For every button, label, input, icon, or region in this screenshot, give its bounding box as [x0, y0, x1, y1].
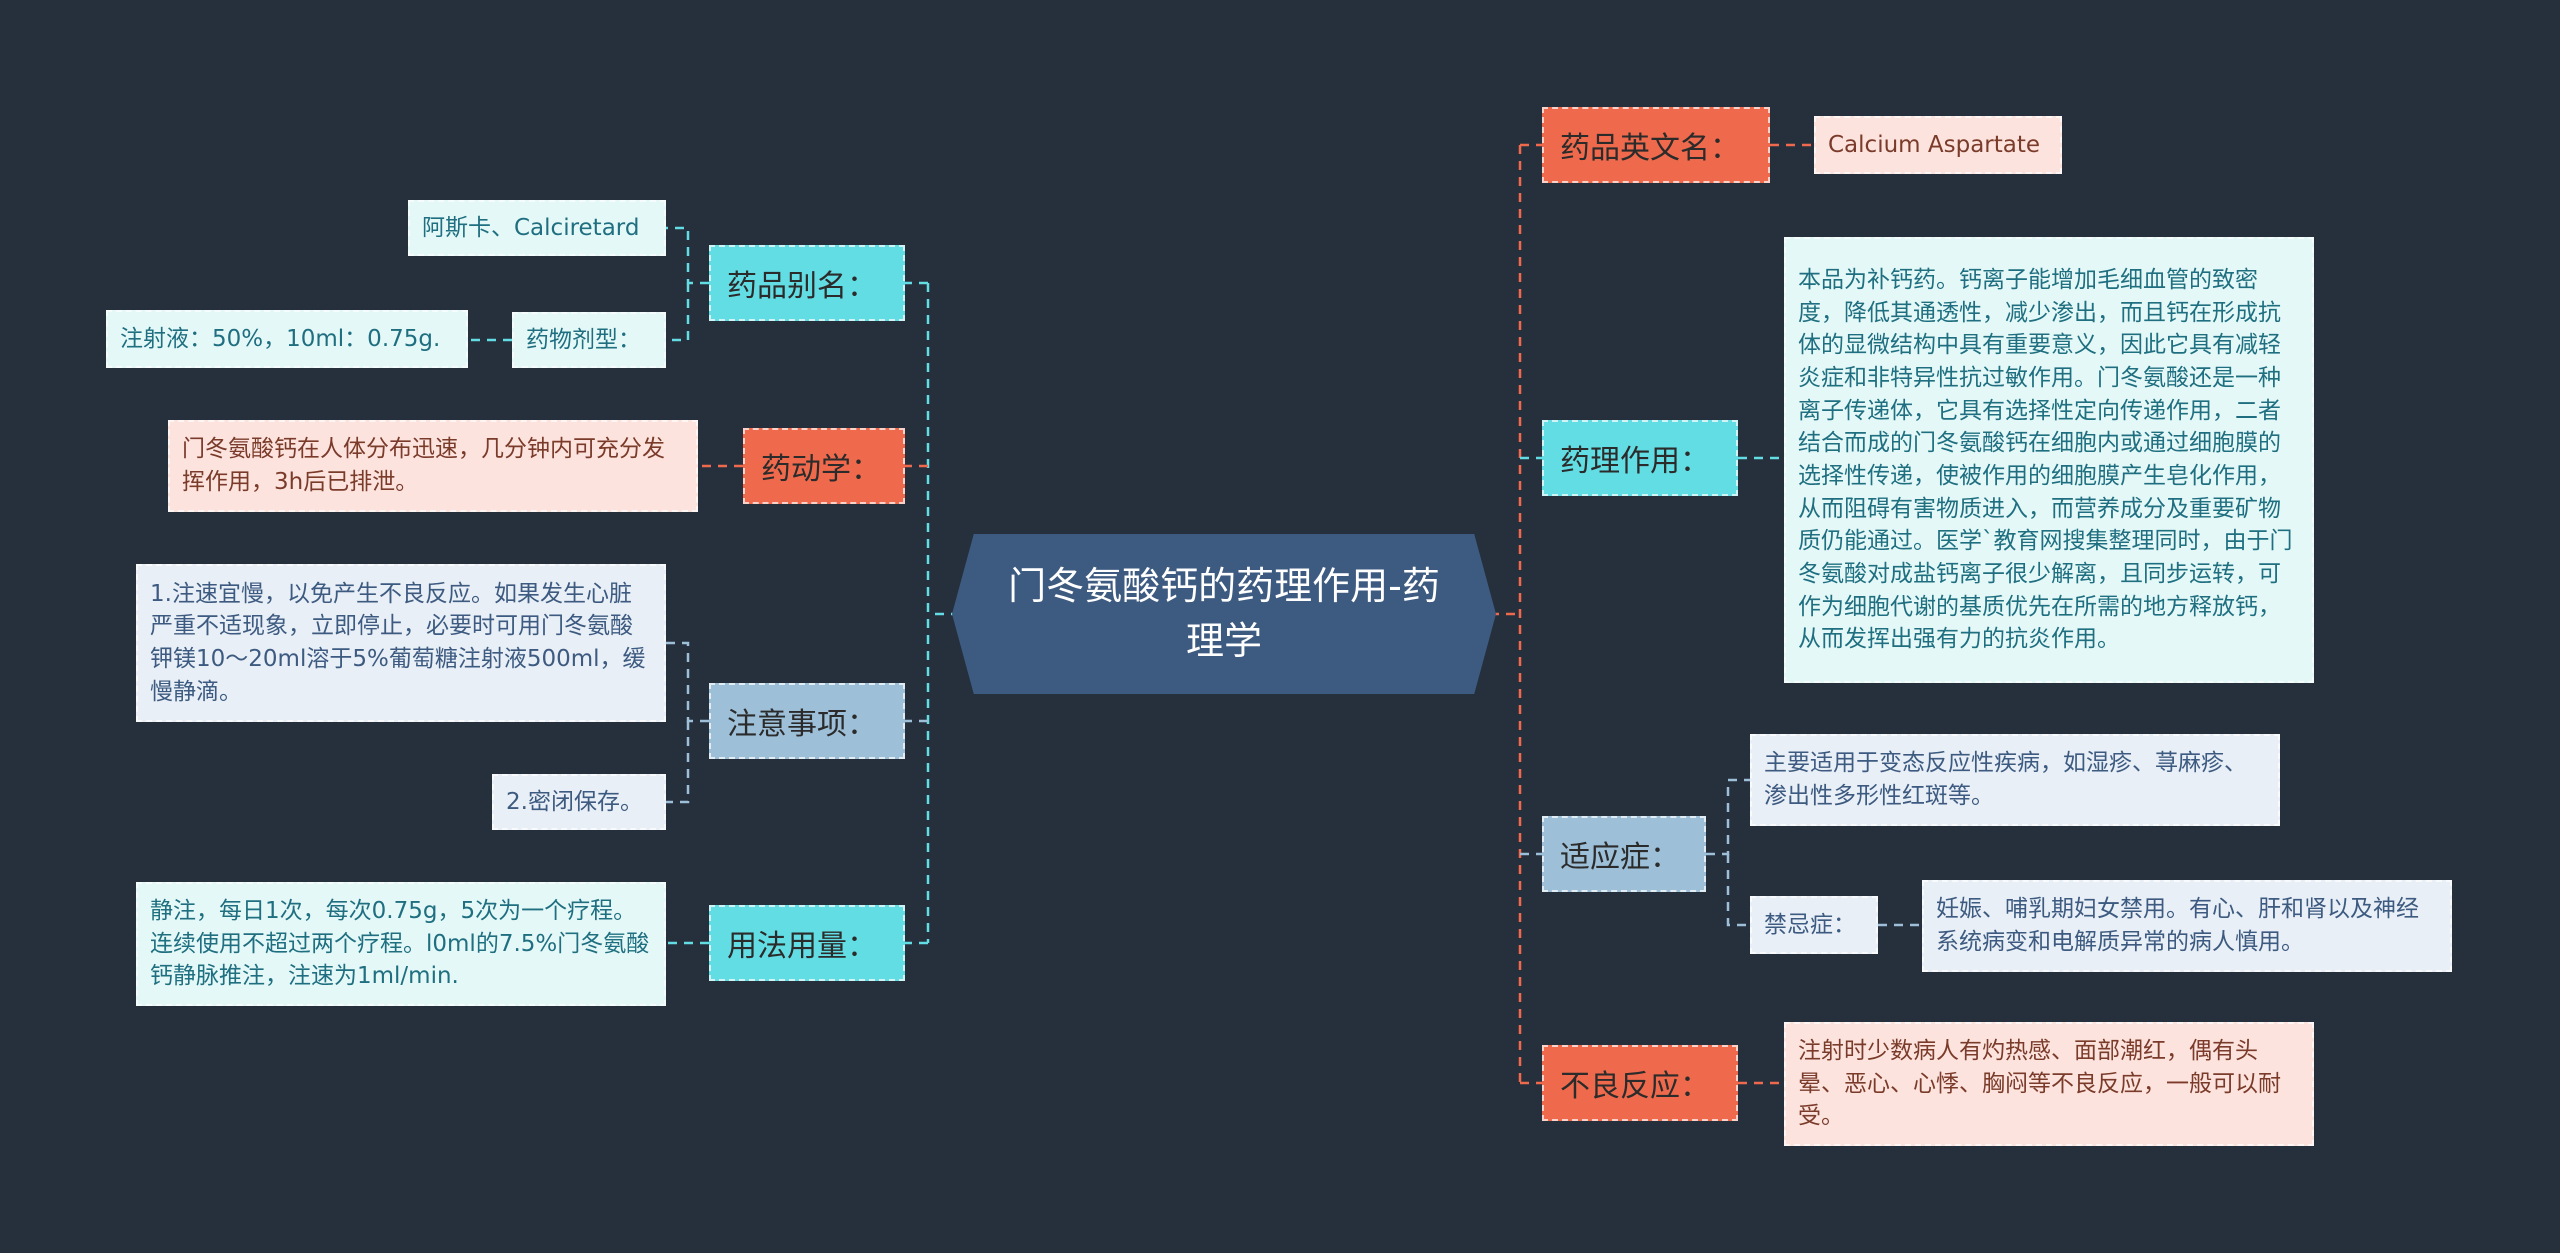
- pharmacology-value[interactable]: 本品为补钙药。钙离子能增加毛细血管的致密度，降低其通透性，减少渗出，而且钙在形成…: [1784, 237, 2314, 683]
- link-indications-value: [1706, 778, 1750, 856]
- adverse-reactions-value[interactable]: 注射时少数病人有灼热感、面部潮红，偶有头晕、恶心、心悸、胸闷等不良反应，一般可以…: [1784, 1022, 2314, 1146]
- branch-usage[interactable]: 用法用量：: [709, 905, 905, 981]
- pharmacology-value-text: 本品为补钙药。钙离子能增加毛细血管的致密度，降低其通透性，减少渗出，而且钙在形成…: [1798, 267, 2293, 653]
- precaution-item[interactable]: 2.密闭保存。: [492, 774, 666, 830]
- link-contraindications: [1726, 854, 1750, 927]
- precaution-item-text: 1.注速宜慢，以免产生不良反应。如果发生心脏严重不适现象，立即停止，必要时可用门…: [150, 580, 646, 705]
- branch-usage-label: 用法用量：: [727, 929, 877, 964]
- english-name-value-text: Calcium Aspartate: [1828, 131, 2041, 158]
- branch-english-name[interactable]: 药品英文名：: [1542, 107, 1770, 183]
- branch-alias[interactable]: 药品别名：: [709, 245, 905, 321]
- link-precaution-2: [666, 721, 690, 804]
- adverse-reactions-value-text: 注射时少数病人有灼热感、面部潮红，偶有头晕、恶心、心悸、胸闷等不良反应，一般可以…: [1798, 1038, 2281, 1130]
- link-precaution-1: [666, 641, 709, 723]
- branch-adverse-reactions[interactable]: 不良反应：: [1542, 1045, 1738, 1121]
- dosage-form-value[interactable]: 注射液：50%，10ml：0.75g.: [106, 310, 468, 368]
- branch-indications-label: 适应症：: [1560, 840, 1680, 875]
- usage-value[interactable]: 静注，每日1次，每次0.75g，5次为一个疗程。连续使用不超过两个疗程。l0ml…: [136, 882, 666, 1006]
- branch-pharmacokinetics-label: 药动学：: [761, 452, 881, 487]
- contraindications-label[interactable]: 禁忌症：: [1750, 896, 1878, 954]
- branch-indications[interactable]: 适应症：: [1542, 816, 1706, 892]
- alias-value[interactable]: 阿斯卡、Calciretard: [408, 200, 666, 256]
- branch-precautions[interactable]: 注意事项：: [709, 683, 905, 759]
- branch-alias-label: 药品别名：: [727, 269, 877, 304]
- contraindications-value[interactable]: 妊娠、哺乳期妇女禁用。有心、肝和肾以及神经系统病变和电解质异常的病人慎用。: [1922, 880, 2452, 972]
- branch-pharmacology-label: 药理作用：: [1560, 444, 1710, 479]
- central-topic[interactable]: 门冬氨酸钙的药理作用-药理学: [952, 534, 1496, 694]
- central-topic-title: 门冬氨酸钙的药理作用-药理学: [1008, 563, 1440, 663]
- branch-precautions-label: 注意事项：: [727, 707, 877, 742]
- contraindications-value-text: 妊娠、哺乳期妇女禁用。有心、肝和肾以及神经系统病变和电解质异常的病人慎用。: [1936, 896, 2419, 955]
- alias-value-text: 阿斯卡、Calciretard: [422, 214, 640, 241]
- branch-pharmacology[interactable]: 药理作用：: [1542, 420, 1738, 496]
- usage-value-text: 静注，每日1次，每次0.75g，5次为一个疗程。连续使用不超过两个疗程。l0ml…: [150, 898, 650, 990]
- branch-english-name-label: 药品英文名：: [1560, 131, 1740, 166]
- precaution-item[interactable]: 1.注速宜慢，以免产生不良反应。如果发生心脏严重不适现象，立即停止，必要时可用门…: [136, 564, 666, 722]
- pharmacokinetics-value[interactable]: 门冬氨酸钙在人体分布迅速，几分钟内可充分发挥作用，3h后已排泄。: [168, 420, 698, 512]
- indications-value[interactable]: 主要适用于变态反应性疾病，如湿疹、荨麻疹、渗出性多形性红斑等。: [1750, 734, 2280, 826]
- pharmacokinetics-value-text: 门冬氨酸钙在人体分布迅速，几分钟内可充分发挥作用，3h后已排泄。: [182, 436, 665, 495]
- branch-pharmacokinetics[interactable]: 药动学：: [743, 428, 905, 504]
- precaution-item-text: 2.密闭保存。: [506, 788, 643, 815]
- english-name-value[interactable]: Calcium Aspartate: [1814, 116, 2062, 174]
- dosage-form-value-text: 注射液：50%，10ml：0.75g.: [120, 325, 441, 352]
- dosage-form-label-text: 药物剂型：: [526, 326, 641, 353]
- contraindications-label-text: 禁忌症：: [1764, 911, 1856, 938]
- branch-adverse-reactions-label: 不良反应：: [1560, 1069, 1710, 1104]
- link-alias-value: [666, 226, 709, 285]
- indications-value-text: 主要适用于变态反应性疾病，如湿疹、荨麻疹、渗出性多形性红斑等。: [1764, 750, 2247, 809]
- dosage-form-label[interactable]: 药物剂型：: [512, 312, 666, 368]
- link-dosage-form: [666, 283, 690, 342]
